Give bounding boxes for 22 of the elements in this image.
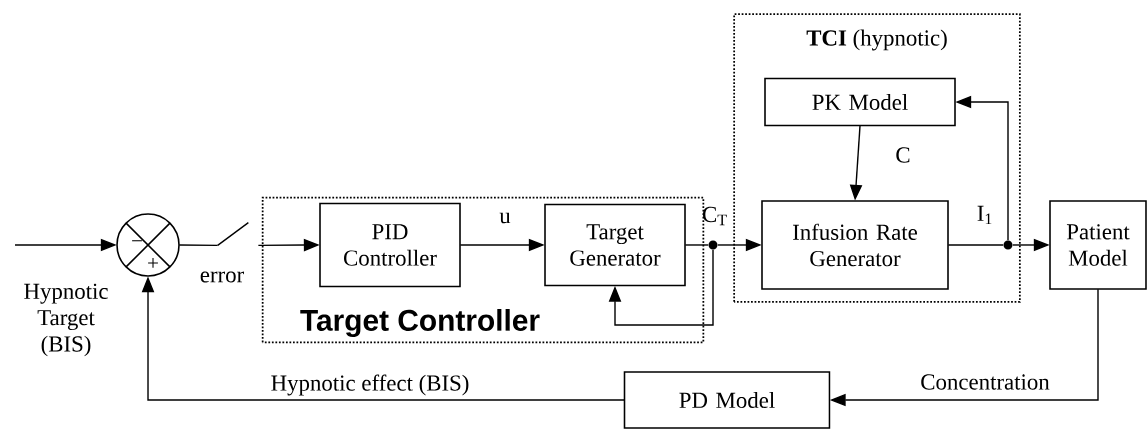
plus-sign: + — [148, 258, 158, 268]
connector-line — [178, 244, 219, 247]
input-label: Hypnotic Target (BIS) — [24, 283, 108, 357]
connector-line — [684, 244, 709, 246]
edge-label: error — [200, 271, 244, 283]
block-box: Target Generator — [544, 203, 686, 287]
switch-symbol — [216, 221, 250, 247]
block-box: Infusion Rate Generator — [761, 200, 949, 290]
edge-label: Concentration — [921, 374, 1050, 390]
connector-line — [947, 244, 1004, 246]
edge-label: I$_{1}$ — [977, 205, 992, 225]
block-box: PID Controller — [319, 202, 461, 288]
block-box: Patient Model — [1049, 200, 1147, 290]
edge-label: Hypnotic effect (BIS) — [271, 374, 469, 396]
minus-sign: − — [132, 240, 142, 242]
edge-label: C — [896, 147, 910, 163]
block-box: PD Model — [623, 371, 831, 429]
edge-label: C$_{T}$ — [703, 206, 727, 226]
edge-label: u — [499, 212, 511, 224]
summing-junction — [116, 213, 180, 277]
block-box: PK Model — [764, 77, 956, 127]
arrow — [608, 249, 714, 326]
